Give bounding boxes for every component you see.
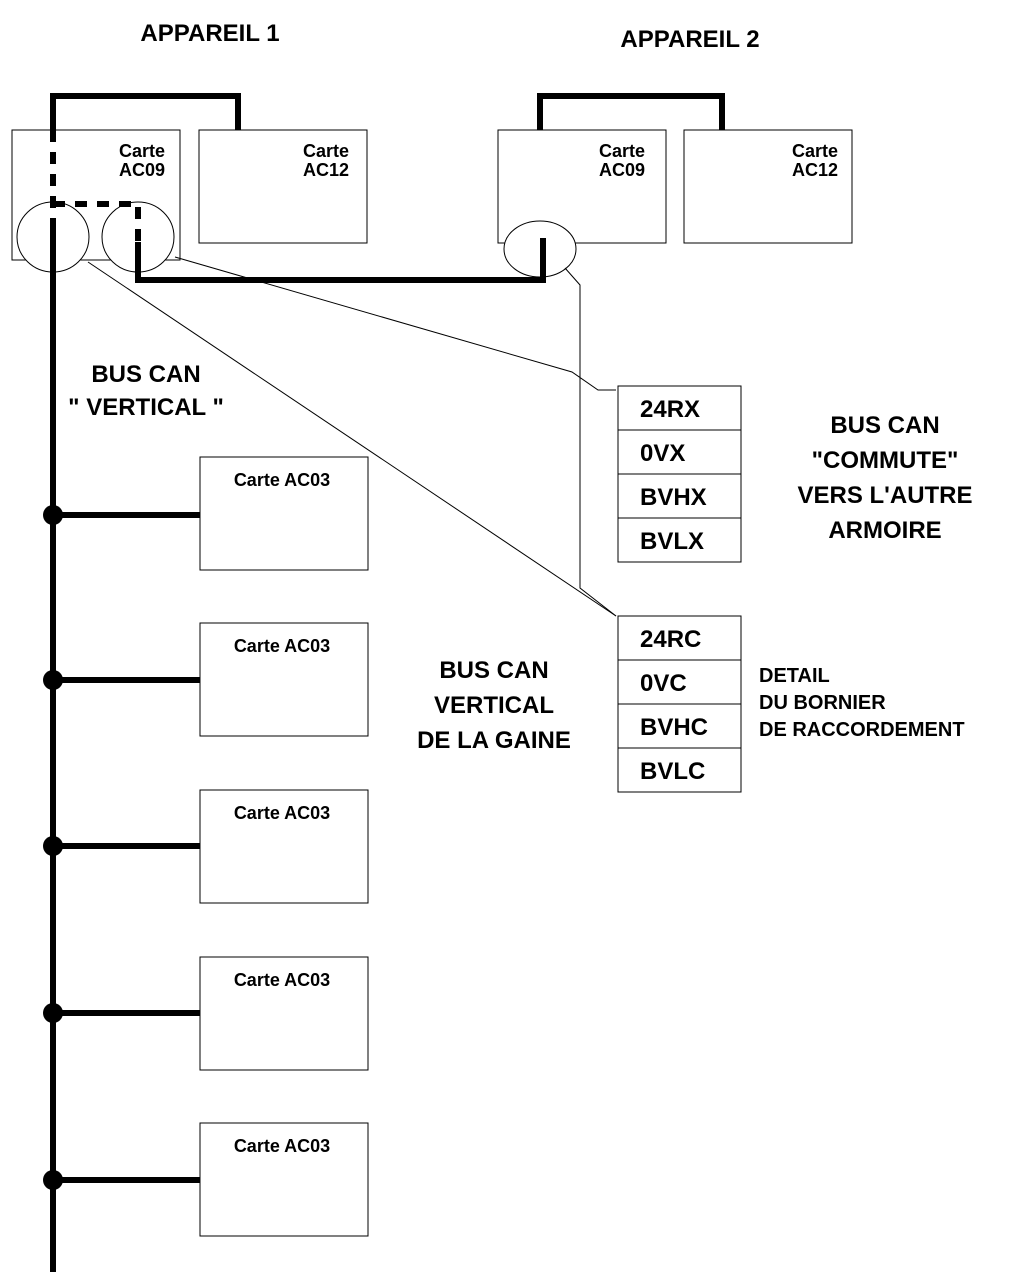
text-line: AC12 <box>792 160 838 180</box>
terminal-c-0vc: 0VC <box>640 670 687 697</box>
text-line: Carte <box>119 141 165 161</box>
text-line: DE LA GAINE <box>417 727 571 754</box>
leader-line-to-terminal-x <box>174 256 616 391</box>
label-bus-can-vertical: BUS CAN " VERTICAL " <box>68 361 224 421</box>
appareil-1-internal-dotted-branch <box>53 201 141 242</box>
label-bus-can-commute: BUS CAN "COMMUTE" VERS L'AUTRE ARMOIRE <box>797 412 972 544</box>
text-line: BUS CAN <box>830 412 939 439</box>
leader-line-to-terminal-c-right <box>564 267 617 617</box>
appareil-2-card-ac12 <box>683 129 853 244</box>
terminal-x-bvlx: BVLX <box>640 528 704 555</box>
ac03-card <box>199 789 369 904</box>
appareil-1-link-wire <box>50 93 241 130</box>
text-line: ARMOIRE <box>828 517 941 544</box>
text-line: " VERTICAL " <box>68 394 224 421</box>
text-line: Carte <box>599 141 645 161</box>
text-line: VERTICAL <box>434 692 554 719</box>
label-bus-can-gaine: BUS CAN VERTICAL DE LA GAINE <box>417 657 571 754</box>
text-line: BUS CAN <box>91 361 200 388</box>
ac03-card-label: Carte AC03 <box>234 636 330 656</box>
ac03-card-label: Carte AC03 <box>234 970 330 990</box>
ac03-card-label: Carte AC03 <box>234 803 330 823</box>
terminal-x-bvhx: BVHX <box>640 484 707 511</box>
leader-line-to-terminal-c-left <box>87 261 617 617</box>
ac03-card <box>199 456 369 571</box>
terminal-block-c: 24RC 0VC BVHC BVLC <box>617 615 742 793</box>
text-line: DETAIL <box>759 665 830 687</box>
appareil-1-title: APPAREIL 1 <box>140 20 279 47</box>
ac03-card-group: Carte AC03 Carte AC03 Carte AC03 Carte A… <box>43 456 369 1237</box>
appareil-2-link-wire <box>537 93 725 130</box>
text-line: AC09 <box>599 160 645 180</box>
terminal-c-bvlc: BVLC <box>640 758 705 785</box>
text-line: AC12 <box>303 160 349 180</box>
text-line: DU BORNIER <box>759 692 886 714</box>
ac03-card <box>199 1122 369 1237</box>
text-line: "COMMUTE" <box>812 447 959 474</box>
terminal-x-24rx: 24RX <box>640 396 700 423</box>
text-line: Carte <box>303 141 349 161</box>
terminal-x-0vx: 0VX <box>640 440 685 467</box>
text-line: Carte <box>792 141 838 161</box>
ac03-card-label: Carte AC03 <box>234 1136 330 1156</box>
text-line: BUS CAN <box>439 657 548 684</box>
text-line: VERS L'AUTRE <box>797 482 972 509</box>
terminal-c-bvhc: BVHC <box>640 714 708 741</box>
text-line: AC09 <box>119 160 165 180</box>
label-detail-bornier: DETAIL DU BORNIER DE RACCORDEMENT <box>759 665 965 741</box>
ac03-card-label: Carte AC03 <box>234 470 330 490</box>
terminal-block-x: 24RX 0VX BVHX BVLX <box>617 385 742 563</box>
ac03-card <box>199 622 369 737</box>
terminal-c-24rc: 24RC <box>640 626 701 653</box>
appareil-1-card-ac12 <box>198 129 368 244</box>
text-line: DE RACCORDEMENT <box>759 719 965 741</box>
appareil-2-title: APPAREIL 2 <box>620 26 759 53</box>
ac03-card <box>199 956 369 1071</box>
switched-bus-wire <box>135 238 546 283</box>
